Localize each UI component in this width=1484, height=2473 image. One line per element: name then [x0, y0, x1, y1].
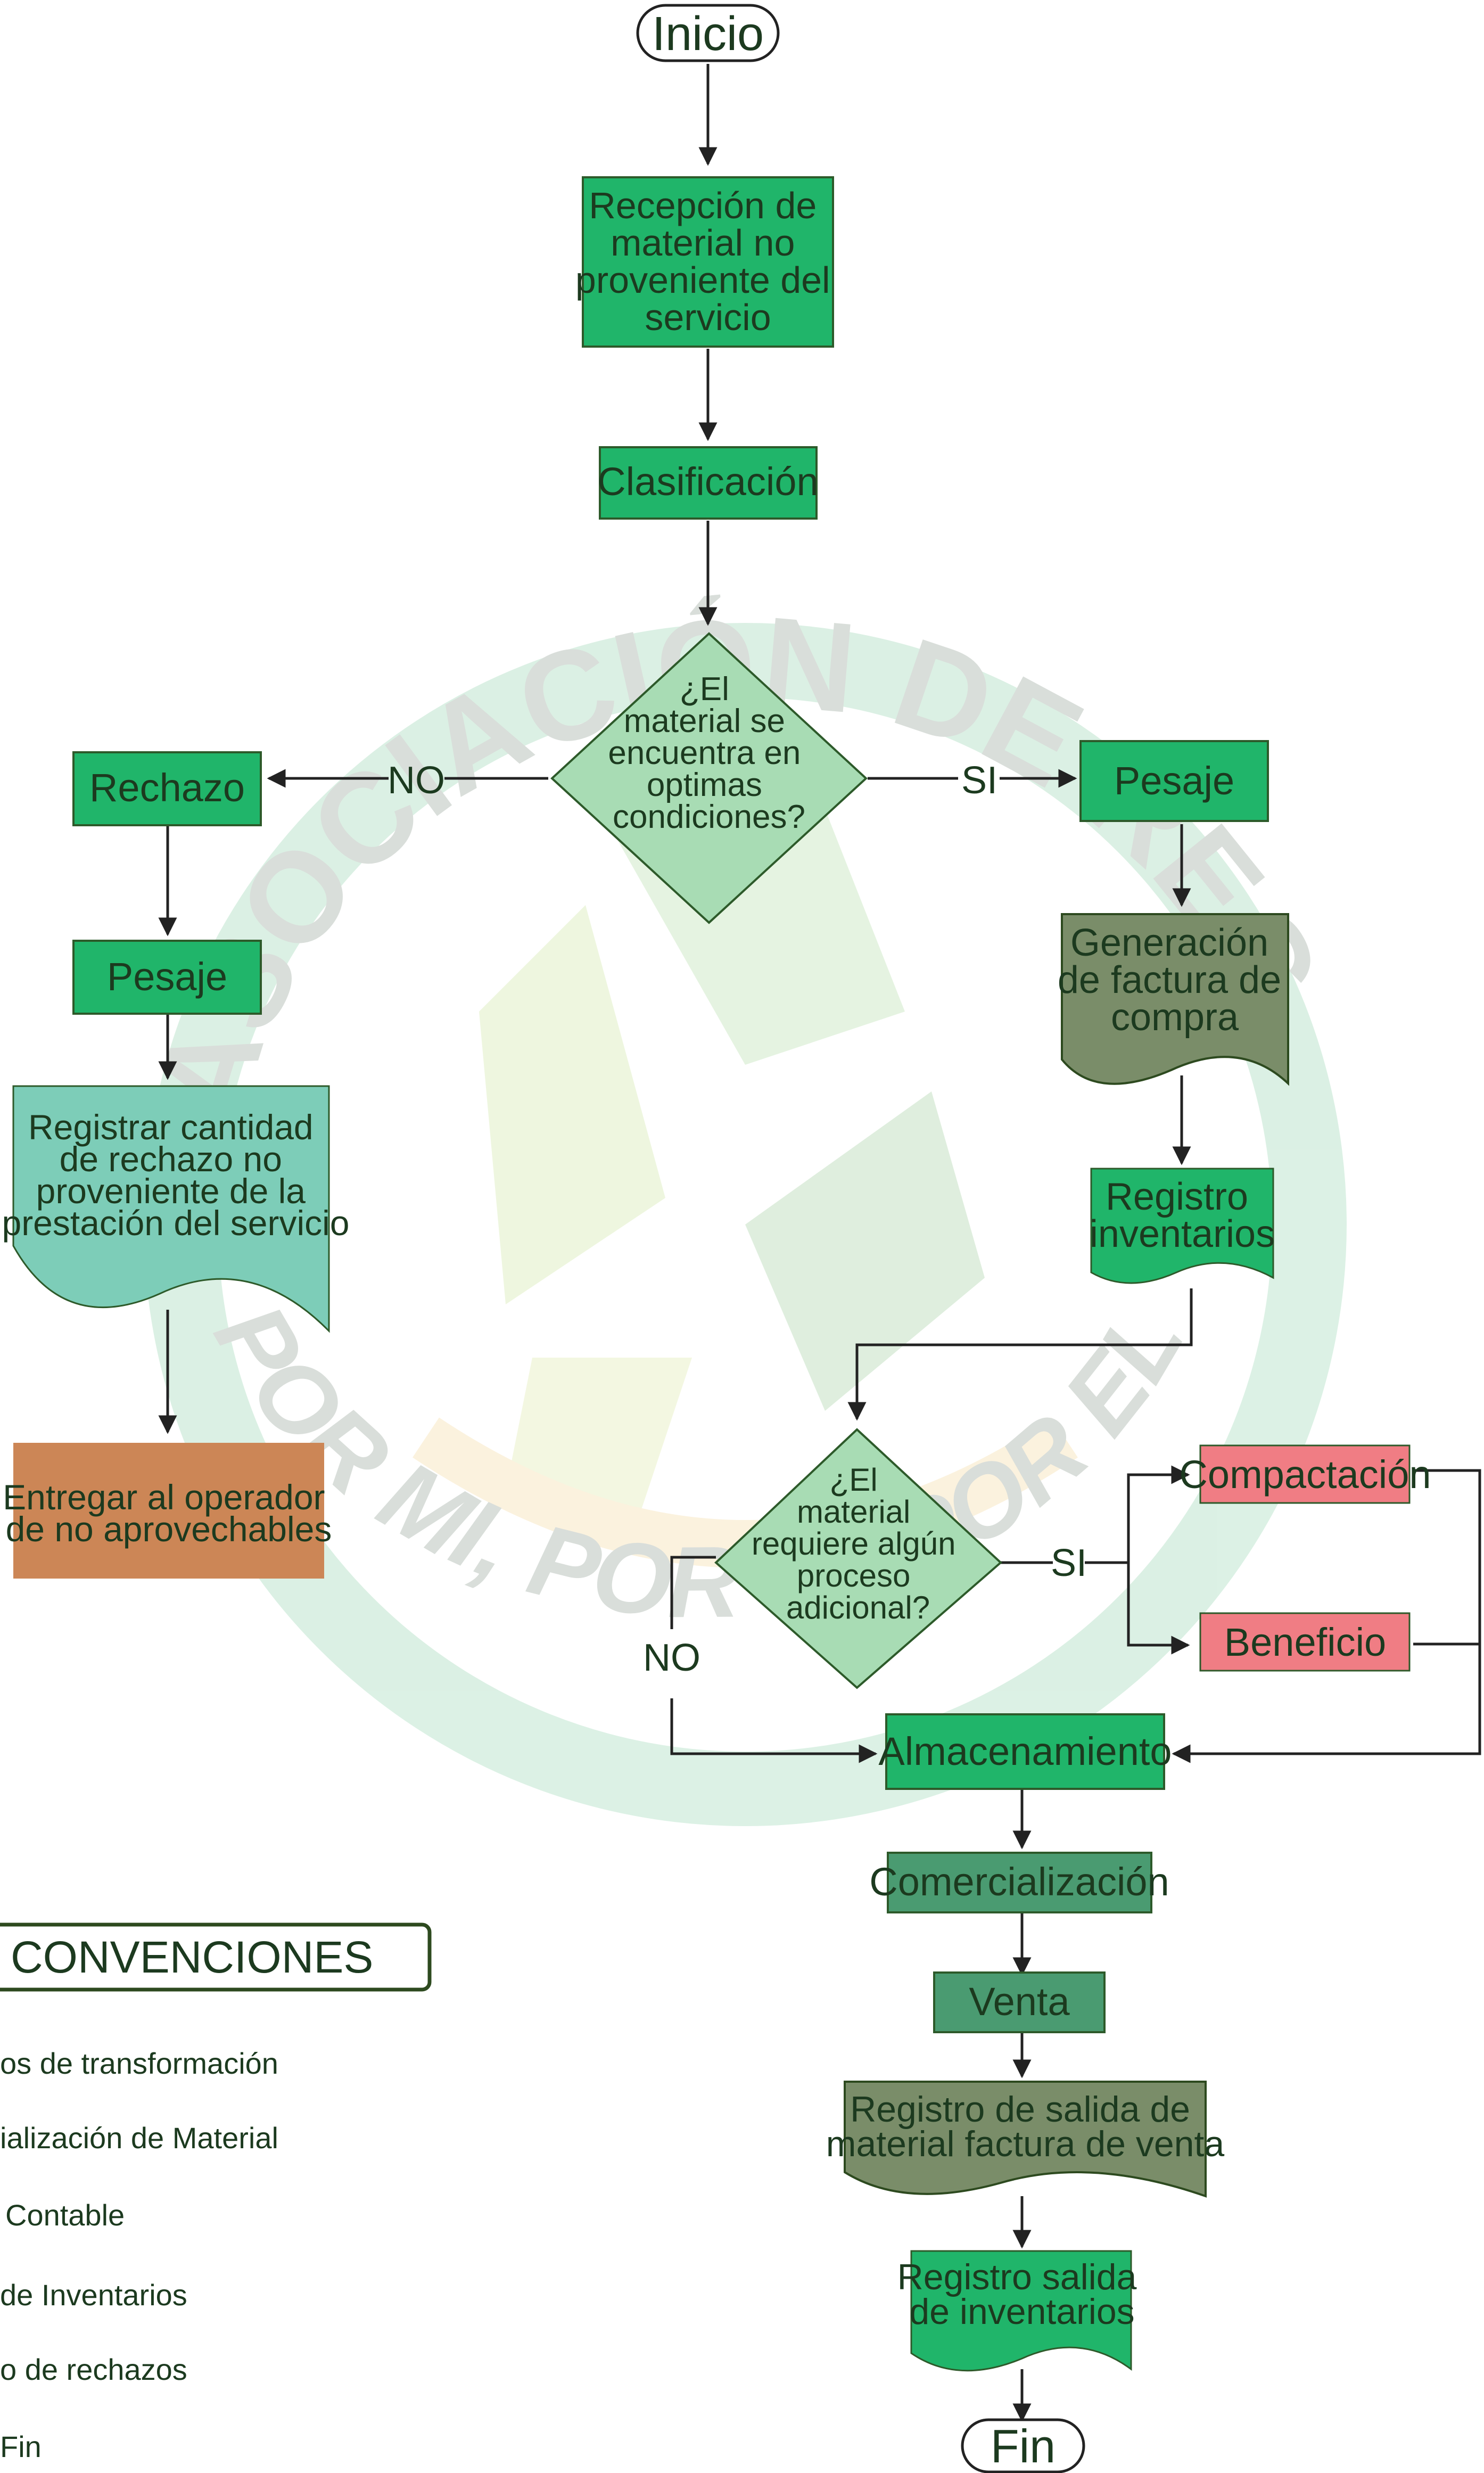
legend: CONVENCIONES os de transformación ializa…: [0, 1922, 432, 2463]
node-registro-salida-factura: Registro de salida de material factura d…: [826, 2081, 1225, 2198]
svg-text:Generación de factura de: Generación de factura de compra: [1058, 922, 1292, 1039]
node-comercializacion: Comercialización: [869, 1852, 1169, 1913]
edge-si-beneficio: [1127, 1563, 1190, 1655]
svg-text:Registro salida de inven: Registro salida de inventarios: [897, 2257, 1147, 2332]
node-registro-salida-inventarios: Registro salida de inventarios: [897, 2250, 1147, 2372]
node-compactacion: Compactación: [1179, 1444, 1431, 1504]
edge-label-si-1: SI: [961, 759, 997, 802]
node-decision-condiciones: ¿El material se encuentra en optimas con…: [550, 632, 868, 924]
svg-text:Inicio: Inicio: [652, 7, 764, 61]
node-pesaje-right: Pesaje: [1079, 740, 1269, 822]
legend-item: os de transformación: [0, 2047, 278, 2080]
legend-item: o de rechazos: [0, 2353, 187, 2386]
legend-item: Contable: [5, 2198, 125, 2232]
node-beneficio: Beneficio: [1199, 1612, 1411, 1672]
edge-si-compactacion: [1127, 1465, 1190, 1563]
node-fin: Fin: [961, 2418, 1085, 2473]
edge-decision2-no-a: [670, 1556, 716, 1629]
svg-text:Registro inventarios: Registro inventarios: [1090, 1176, 1275, 1255]
svg-text:Clasificación: Clasificación: [597, 459, 818, 504]
node-pesaje-left: Pesaje: [72, 940, 262, 1015]
edge-decision2-no-b: [670, 1698, 878, 1763]
svg-text:Pesaje: Pesaje: [107, 955, 227, 999]
svg-text:Entregar al operador de: Entregar al operador de no aprovechables: [3, 1477, 335, 1549]
svg-text:Compactación: Compactación: [1179, 1452, 1431, 1497]
node-generacion-factura: Generación de factura de compra: [1058, 913, 1292, 1086]
node-recepcion: Recepción de material no proveniente del…: [575, 176, 840, 348]
edge-label-si-2: SI: [1051, 1542, 1087, 1584]
connectors: [158, 64, 1481, 2422]
svg-text:Almacenamiento: Almacenamiento: [878, 1729, 1172, 1773]
node-decision-proceso: ¿El material requiere algún proceso adic…: [714, 1428, 1002, 1689]
legend-title: CONVENCIONES: [11, 1932, 373, 1982]
svg-text:Registrar cantidad de re: Registrar cantidad de rechazo no proveni…: [2, 1107, 350, 1243]
edge-registro-decision2: [847, 1288, 1193, 1421]
edge-label-no-2: NO: [643, 1637, 700, 1679]
node-clasificacion: Clasificación: [597, 446, 819, 520]
edge-compactacion-almacenamiento: [1172, 1469, 1481, 1763]
node-inicio: Inicio: [636, 4, 780, 62]
svg-text:Recepción de material no: Recepción de material no proveniente del…: [575, 185, 840, 338]
node-rechazo: Rechazo: [72, 751, 262, 826]
node-registrar-rechazo: Registrar cantidad de rechazo no proveni…: [2, 1085, 350, 1333]
svg-text:Beneficio: Beneficio: [1224, 1620, 1386, 1664]
legend-title-box: [0, 1922, 432, 1992]
svg-text:Venta: Venta: [969, 1979, 1070, 2024]
svg-text:Registro de salida de ma: Registro de salida de material factura d…: [826, 2089, 1225, 2164]
svg-text:Pesaje: Pesaje: [1114, 759, 1234, 803]
node-almacenamiento: Almacenamiento: [878, 1713, 1172, 1790]
edge-label-no-1: NO: [388, 759, 445, 802]
legend-item: de Inventarios: [0, 2278, 187, 2312]
legend-item: ialización de Material: [0, 2121, 278, 2155]
node-registro-inventarios: Registro inventarios: [1090, 1168, 1275, 1284]
legend-item: Fin: [0, 2430, 42, 2463]
svg-text:Rechazo: Rechazo: [89, 766, 245, 810]
svg-text:Fin: Fin: [991, 2420, 1056, 2472]
svg-text:¿El material requi: ¿El material requiere algún proceso adic…: [752, 1462, 964, 1625]
node-entregar: Entregar al operador de no aprovechables: [3, 1443, 335, 1579]
node-venta: Venta: [933, 1971, 1106, 2033]
svg-text:Comercialización: Comercialización: [869, 1860, 1169, 1904]
svg-text:¿El material se en: ¿El material se encuentra en optimas con…: [608, 671, 810, 835]
